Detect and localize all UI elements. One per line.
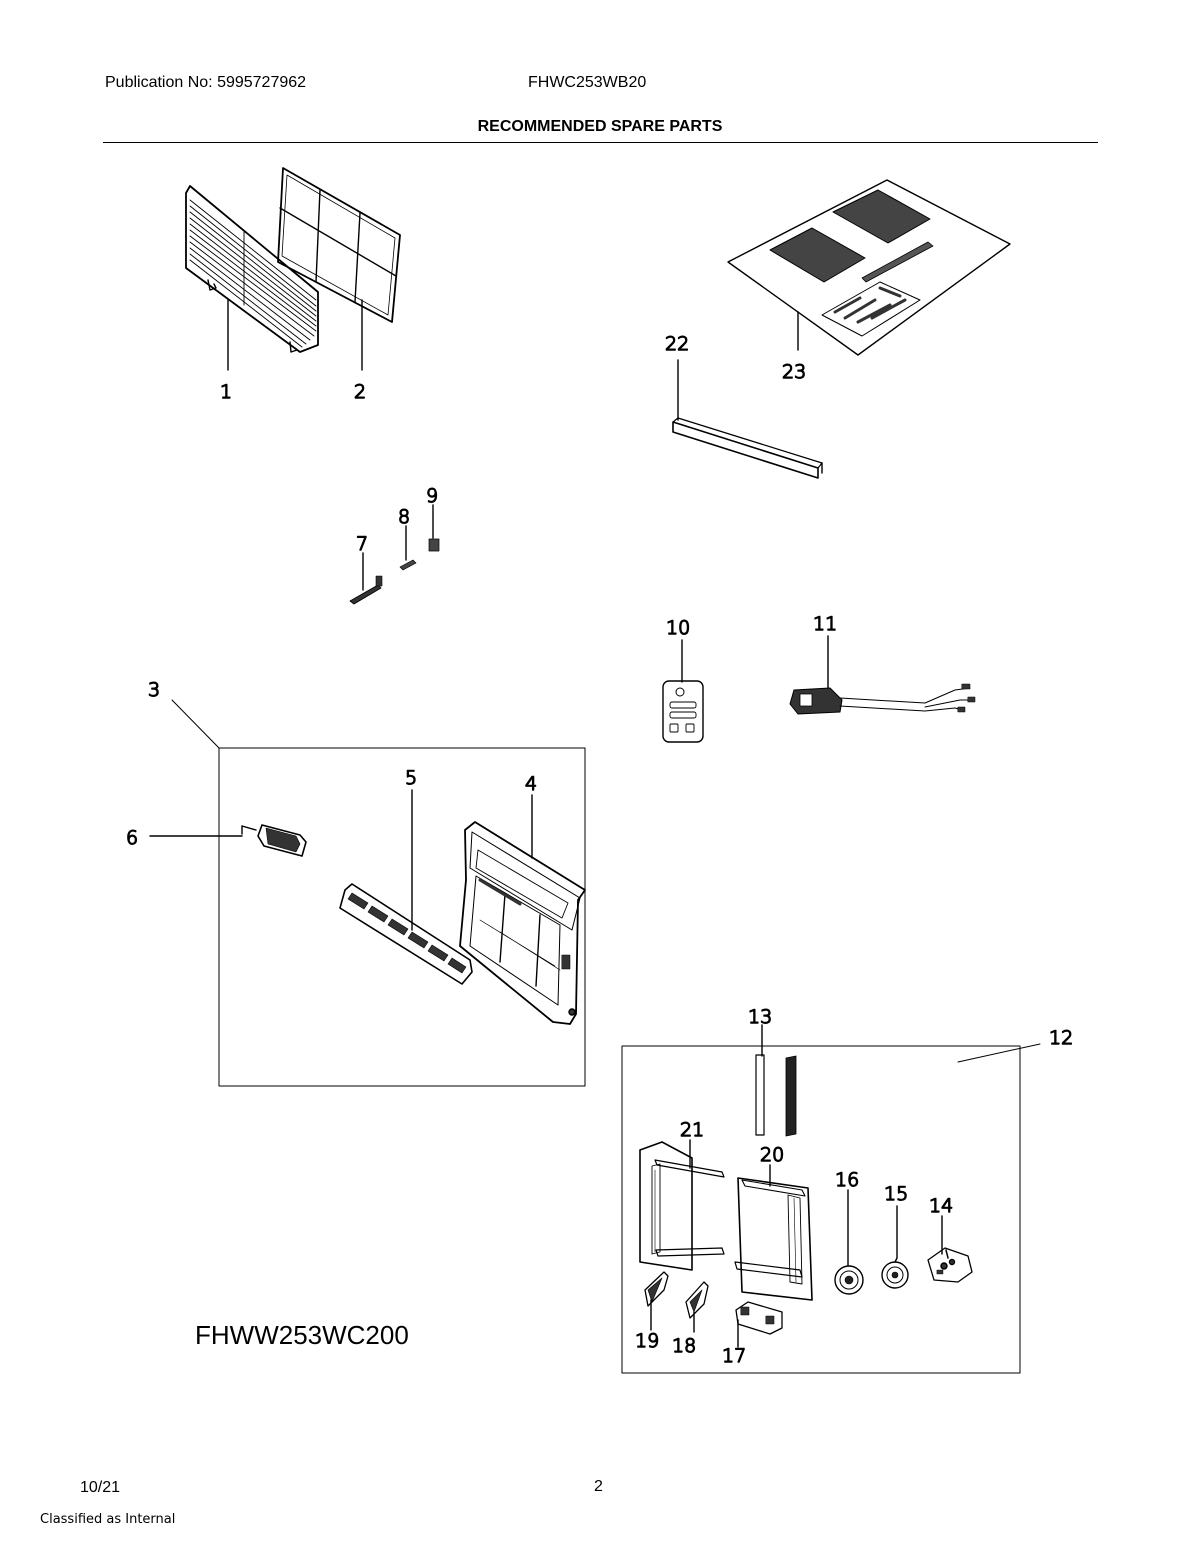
callout-1: 1: [220, 381, 232, 403]
part-16-foam: [834, 1265, 864, 1295]
header-rule: [103, 142, 1098, 143]
callout-20: 20: [760, 1144, 784, 1166]
part-13-seal: [755, 1054, 797, 1137]
part-1-grille: [185, 185, 319, 353]
part-6-control: [241, 824, 307, 857]
publication-number: Publication No: 5995727962: [105, 74, 307, 91]
part-5-louver: [339, 883, 473, 985]
part-4-front-panel: [459, 821, 586, 1025]
part-21-side-curtain: [639, 1141, 725, 1271]
part-18-bracket: [685, 1281, 709, 1319]
callout-4: 4: [525, 773, 537, 795]
part-7-thermistor: [349, 575, 383, 605]
part-9-switch: [428, 538, 440, 552]
callout-15: 15: [884, 1183, 908, 1205]
part-17-sash-lock: [735, 1301, 783, 1335]
leader-12: [957, 1043, 1041, 1063]
leader-3: [171, 699, 220, 749]
callout-19: 19: [635, 1330, 659, 1352]
callout-23: 23: [782, 361, 806, 383]
callout-22: 22: [665, 333, 689, 355]
callout-16: 16: [835, 1169, 859, 1191]
callout-7: 7: [356, 533, 368, 555]
callout-17: 17: [722, 1345, 746, 1367]
callout-9: 9: [426, 485, 438, 507]
callout-14: 14: [929, 1195, 953, 1217]
callout-12: 12: [1049, 1027, 1073, 1049]
variant-model-label: FHWW253WC200: [195, 1320, 409, 1350]
page-number: 2: [594, 1478, 603, 1495]
model-number: FHWC253WB20: [528, 74, 647, 91]
part-23-filter-kit: [727, 179, 1011, 356]
callout-10: 10: [666, 617, 690, 639]
callout-13: 13: [748, 1006, 772, 1028]
leader-15: [894, 1205, 898, 1263]
part-12-box: [621, 1045, 1021, 1374]
part-3-box: [218, 747, 586, 1087]
part-2-filter: [277, 167, 401, 323]
part-11-power-cord: [789, 683, 976, 715]
footer-date: 10/21: [80, 1479, 121, 1496]
callout-6: 6: [126, 827, 138, 849]
callout-18: 18: [672, 1335, 696, 1357]
part-22-rail: [672, 417, 823, 479]
part-19-bracket: [644, 1271, 669, 1307]
page-title: RECOMMENDED SPARE PARTS: [477, 118, 723, 135]
callout-2: 2: [354, 381, 366, 403]
classification-label: Classified as Internal: [40, 1512, 176, 1527]
callout-21: 21: [680, 1119, 704, 1141]
callout-3: 3: [148, 679, 160, 701]
part-8-sensor: [399, 559, 417, 571]
part-10-remote: [662, 680, 704, 743]
part-20-side-curtain: [734, 1177, 813, 1301]
part-15-foam: [881, 1261, 909, 1289]
callout-8: 8: [398, 506, 410, 528]
callout-5: 5: [405, 767, 417, 789]
part-14-hardware: [927, 1247, 973, 1283]
callout-11: 11: [813, 613, 837, 635]
